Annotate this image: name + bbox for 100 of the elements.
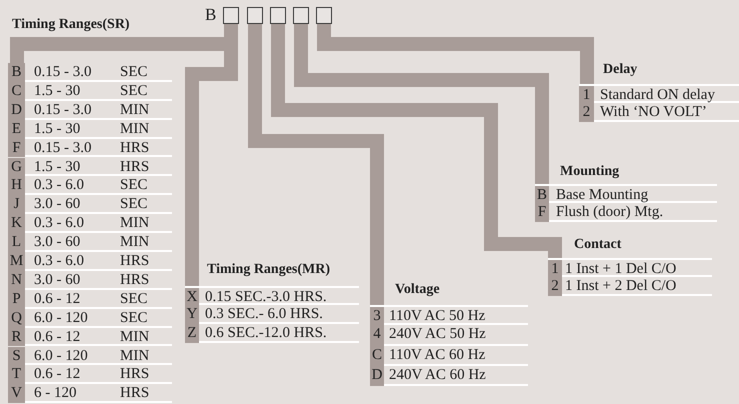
option-text: 0.15 - 3.0 <box>34 100 92 119</box>
table-heading: Contact <box>574 236 622 254</box>
table-heading: Voltage <box>395 281 440 299</box>
table-row <box>8 346 172 366</box>
connector-bar <box>271 24 562 258</box>
code-letter: P <box>8 290 25 309</box>
code-letter: L <box>8 233 25 252</box>
table-row <box>548 277 712 296</box>
table-row <box>370 305 528 326</box>
code-letter: J <box>8 195 25 214</box>
option-table <box>579 61 739 122</box>
option-text: 1 Inst + 1 Del C/O <box>565 260 676 278</box>
option-text: 0.3 - 6.0 <box>34 176 84 194</box>
option-text: 1.5 - 30 <box>34 82 80 100</box>
code-letter: Y <box>185 305 199 324</box>
table-row <box>8 290 172 309</box>
option-text: 3.0 - 60 <box>34 233 80 252</box>
code-letter: M <box>8 252 25 271</box>
unit-text: SEC <box>120 82 148 100</box>
unit-text: HRS <box>120 158 150 176</box>
code-letter: H <box>8 176 25 196</box>
table-row <box>535 184 717 203</box>
code-letter: D <box>8 100 25 120</box>
table-row <box>370 346 528 366</box>
code-letter: G <box>8 158 25 176</box>
table-row <box>535 203 717 222</box>
code-box <box>270 7 286 24</box>
table-row <box>8 63 172 82</box>
option-text: 0.3 - 6.0 <box>34 214 84 232</box>
code-letter: 1 <box>579 86 594 103</box>
code-prefix: B <box>205 5 216 25</box>
table-heading: Delay <box>603 61 638 79</box>
code-box <box>247 7 263 24</box>
table-row <box>185 305 359 324</box>
option-table <box>8 16 172 404</box>
table-row <box>579 103 739 122</box>
code-letter: K <box>8 214 25 234</box>
code-letter: F <box>535 203 549 222</box>
option-text: 1.5 - 30 <box>34 120 80 138</box>
code-letter: B <box>8 63 25 82</box>
code-letter: 2 <box>548 277 562 296</box>
code-letter: E <box>8 120 25 139</box>
code-box <box>293 7 309 24</box>
unit-text: HRS <box>120 384 150 402</box>
unit-text: HRS <box>120 138 150 157</box>
code-letter: R <box>8 328 25 346</box>
code-letter: 3 <box>370 307 384 326</box>
table-row <box>8 270 172 290</box>
code-letter: Q <box>8 308 25 328</box>
option-text: Base Mounting <box>556 186 648 204</box>
table-heading: Mounting <box>560 163 620 181</box>
option-text: 0.6 - 12 <box>34 365 80 384</box>
table-row <box>8 195 172 214</box>
unit-text: SEC <box>120 63 148 81</box>
code-letter: 2 <box>579 103 594 122</box>
unit-text: HRS <box>120 365 150 384</box>
code-box <box>223 7 239 24</box>
table-row <box>8 100 172 120</box>
table-row <box>8 158 172 176</box>
code-letter: N <box>8 270 25 290</box>
table-row <box>8 328 172 346</box>
table-row <box>8 252 172 271</box>
unit-text: MIN <box>120 328 150 346</box>
table-row <box>370 366 528 386</box>
code-letter: B <box>535 186 549 203</box>
code-letter: S <box>8 346 25 366</box>
code-letter: C <box>370 346 384 366</box>
table-row <box>8 214 172 234</box>
table-row <box>579 84 739 103</box>
unit-text: SEC <box>120 176 148 194</box>
option-text: 0.15 - 3.0 <box>34 63 92 81</box>
table-row <box>8 138 172 158</box>
table-heading: Timing Ranges(MR) <box>207 261 330 279</box>
option-text: 0.3 - 6.0 <box>34 252 84 270</box>
unit-text: MIN <box>120 120 150 138</box>
option-text: 0.6 - 12 <box>34 290 80 308</box>
unit-text: HRS <box>120 270 150 289</box>
unit-text: MIN <box>120 233 150 252</box>
table-row <box>548 258 712 277</box>
code-letter: F <box>8 138 25 158</box>
option-text: 0.3 SEC.- 6.0 HRS. <box>205 305 323 323</box>
table-row <box>8 176 172 196</box>
code-box <box>316 7 332 24</box>
option-text: 6.0 - 120 <box>34 308 88 327</box>
unit-text: SEC <box>120 290 148 308</box>
table-heading: Timing Ranges(SR) <box>12 16 130 34</box>
connector-bar <box>248 24 384 305</box>
option-text: 240V AC 60 Hz <box>389 366 486 384</box>
option-table <box>370 281 528 386</box>
option-text: 3.0 - 60 <box>34 195 80 214</box>
code-letter: 4 <box>370 325 384 346</box>
table-row <box>8 82 172 101</box>
code-letter: Z <box>185 324 199 343</box>
table-row <box>8 233 172 252</box>
option-text: 1 Inst + 2 Del C/O <box>565 277 676 295</box>
table-row <box>185 286 359 305</box>
code-letter: X <box>185 288 199 305</box>
option-text: 0.6 - 12 <box>34 328 80 346</box>
option-text: 3.0 - 60 <box>34 270 80 289</box>
unit-text: HRS <box>120 252 150 270</box>
